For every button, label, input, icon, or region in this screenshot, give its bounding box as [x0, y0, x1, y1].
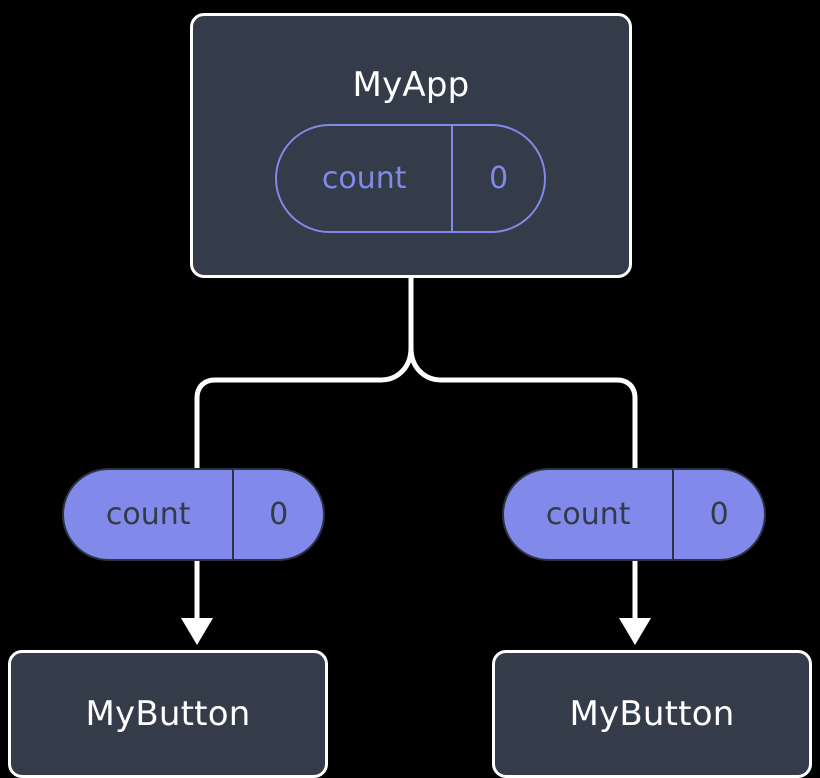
arrow-head-right-icon: [619, 618, 651, 645]
state-pill-left[interactable]: count 0: [62, 468, 325, 561]
edge-root-to-right: [408, 275, 638, 473]
component-label-myapp: MyApp: [352, 65, 470, 105]
state-value-right: 0: [672, 470, 764, 559]
state-pill-right[interactable]: count 0: [502, 468, 766, 561]
component-node-mybutton-left[interactable]: MyButton: [8, 650, 328, 778]
component-label-mybutton-left: MyButton: [85, 694, 251, 734]
state-key-myapp: count: [321, 160, 407, 196]
state-value-left: 0: [232, 470, 323, 559]
state-value-myapp: 0: [451, 126, 544, 231]
component-node-mybutton-right[interactable]: MyButton: [492, 650, 812, 778]
state-key-left: count: [105, 496, 191, 532]
state-key-right: count: [545, 496, 631, 532]
state-pill-myapp[interactable]: count 0: [275, 124, 546, 233]
arrow-head-left-icon: [181, 618, 213, 645]
component-label-mybutton-right: MyButton: [569, 694, 735, 734]
edge-root-to-left: [194, 275, 414, 473]
component-node-myapp[interactable]: MyApp: [190, 13, 632, 278]
